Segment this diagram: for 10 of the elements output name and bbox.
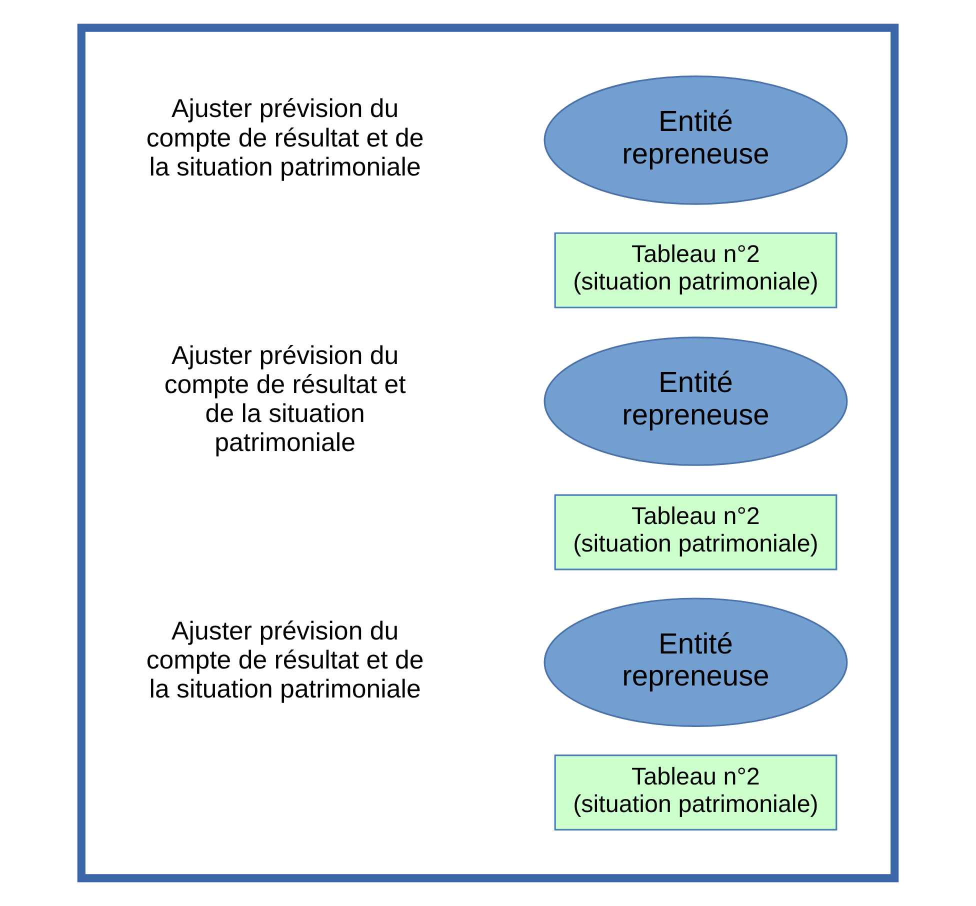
node-ellipse: Entité repreneuse	[544, 76, 848, 205]
node-ellipse: Entité repreneuse	[544, 336, 848, 466]
label: Ajuster prévision du compte de résultat et de la situation patrimoniale	[164, 342, 406, 458]
node-box: Tableau n°2 (situation patrimoniale)	[554, 494, 838, 570]
label: Ajuster prévision du compte de résultat et de la situation patrimoniale	[146, 95, 424, 182]
node-box: Tableau n°2 (situation patrimoniale)	[554, 232, 838, 308]
label: Ajuster prévision du compte de résultat et de la situation patrimoniale	[146, 617, 424, 704]
node-box: Tableau n°2 (situation patrimoniale)	[554, 754, 838, 830]
node-ellipse: Entité repreneuse	[544, 598, 848, 728]
cluster	[77, 24, 899, 882]
